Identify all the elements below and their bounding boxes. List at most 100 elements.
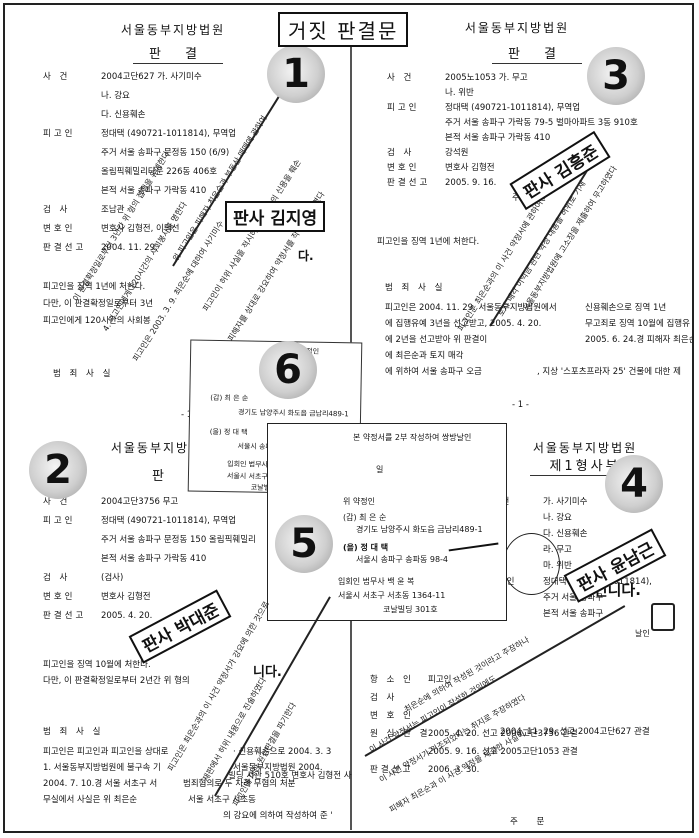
document-heading: 판 <box>152 469 174 484</box>
body-line: 에 집행유예 3년을 선고받고, 2005. 4. 20. <box>385 319 542 329</box>
stamp-mark: 니다. <box>253 665 282 680</box>
case-info-value: 본적 서울 송파구 가락동 410 <box>101 186 207 196</box>
case-info-row: 본적 서울 송파구 가락동 410 <box>43 554 206 565</box>
witness-address-2: 코날빌딩 301호 <box>383 605 438 614</box>
case-info-label: 변호인 <box>43 224 76 234</box>
case-info-label: 사 건 <box>387 73 415 83</box>
document-heading: 판 결 <box>492 47 582 65</box>
judge-label-1: 판사 김지영 <box>225 201 326 232</box>
case-info-label: 변호인 <box>387 163 420 173</box>
case-info-value: 피고인 <box>428 675 452 685</box>
body-line: 범죄혐의로 두 차례 무혐의 처분 <box>183 779 296 789</box>
case-info-value: 주거 서울 송파구 가락동 79-5 벌마아파트 3동 910호 <box>445 118 638 128</box>
case-info-label: 판결선고 <box>387 178 431 188</box>
document-heading: 판 결 <box>133 47 223 65</box>
case-info-label: 피고인 <box>387 103 420 113</box>
case-info-value: 나. 위반 <box>445 88 474 98</box>
body-line: 에 2년을 선고받아 위 판결이 <box>385 335 488 345</box>
case-info-label: 검 사 <box>387 148 415 158</box>
number-circle-5: 5 <box>275 515 333 573</box>
sentence-text: 피고인을 징역 10월에 처한다. <box>43 660 151 670</box>
body-line: 무실에서 사실은 위 최은순 <box>43 795 138 805</box>
original-judgment-line: 2004. 11. 29. 선고 2004고단627 관결 <box>500 727 650 737</box>
body-line: 피고인은 2004. 11. 29. 서울동부지방법원에서 <box>385 303 557 313</box>
case-info-row: 본적 서울 송파구 가락동 410 <box>387 133 550 144</box>
number-circle-4: 4 <box>605 455 663 513</box>
body-line: 에 최은순과 토지 매각 <box>385 351 464 361</box>
case-info-row: 라. 무고 <box>485 545 572 556</box>
case-info-value: 나. 강요 <box>543 513 572 523</box>
case-info-value: 2006. 3. 30. <box>428 765 480 775</box>
body-line: 빌딩 서관 510호 변호사 김형전 사 <box>228 771 352 781</box>
number-circle-2: 2 <box>29 441 87 499</box>
case-info-value: 조남관 <box>101 205 125 215</box>
case-info-value: 주거 서울 송파구 <box>543 593 604 603</box>
case-info-row: 판결선고 2005. 9. 16. <box>387 178 496 189</box>
case-info-row: 나. 강요 <box>43 91 130 102</box>
case-info-label: 피고인 <box>43 129 76 139</box>
case-info-row: 다. 신용훼손 <box>485 529 588 540</box>
body-line: · 신용훼손으로 2004. 3. 3 <box>233 747 332 757</box>
case-info-label: 변호인 <box>43 592 76 602</box>
case-info-label: 변 호 인 <box>370 711 414 721</box>
case-info-value: 정대택 (490721-1011814), 무역업 <box>445 103 581 113</box>
case-info-row: 검 사 <box>370 693 428 704</box>
case-info-row: 나. 위반 <box>387 88 474 99</box>
divider-vertical <box>350 19 352 419</box>
agreement-copies-text: 본 약정서를 2부 작성하여 쌍방날인 <box>353 433 472 442</box>
case-info-value: 2005. 9. 16. <box>445 178 497 188</box>
case-info-value: 주거 서울 송파구 문정동 150 (6/9) <box>101 148 230 158</box>
party-a-address: 경기도 남양주시 화도읍 금남리489-1 <box>238 408 349 419</box>
suspension-text: 다만, 이 판결확정일로부터 3년 <box>43 299 154 309</box>
case-info-row: 주거 서울 송파구 <box>485 593 603 604</box>
body-line: 피고인은 피고인과 피고인을 상대로 <box>43 747 169 757</box>
body-line: 에 위하여 서울 송파구 오금 <box>385 367 482 377</box>
stamp-mark: 날인 <box>635 629 650 638</box>
case-info-row: 주거 서울 송파구 문정동 150 (6/9) <box>43 148 229 159</box>
section-heading: 범 죄 사 실 <box>43 727 104 737</box>
case-info-value: 가. 사기미수 <box>543 497 588 507</box>
court-name: 서울동부지방법원 <box>120 23 226 37</box>
witness-address: 서울시 서초구 서초동 1364-11 <box>338 591 446 600</box>
case-info-row: 사 건 2005노1053 가. 무고 <box>387 73 528 84</box>
case-info-value: 2005. 9. 16. 선고 2005고단1053 관결 <box>428 747 578 757</box>
community-service-text: 피고인에게 120시간의 사회봉 <box>43 316 151 326</box>
sentence-text: 피고인을 징역 1년에 처한다. <box>43 282 146 292</box>
body-line: 신용훼손으로 징역 1년 <box>585 303 667 313</box>
court-name: 서울동부지방법원 <box>110 441 216 455</box>
case-info-label: 항 소 인 <box>370 675 414 685</box>
division-heading: 제1형사부 <box>530 459 640 477</box>
case-info-row: 본적 서울 송파구 가락동 410 <box>43 186 206 197</box>
body-line: , 지상 '스포츠프라자 25' 건물에 대한 제 <box>537 367 681 377</box>
case-info-value: 2005. 4. 20. <box>101 611 153 621</box>
case-info-value: 다. 신용훼손 <box>543 529 588 539</box>
case-info-row: 주거 서울 송파구 문정동 150 올림픽훼밀리 <box>43 535 256 546</box>
seal-stamp <box>651 603 675 631</box>
number-circle-3: 3 <box>587 47 645 105</box>
case-info-value: 다. 신용훼손 <box>101 110 146 120</box>
body-line: 2005. 6. 24.경 피해자 최은순 <box>585 335 694 345</box>
body-line: 1. 서울동부지방법원에 불구속 기 <box>43 763 161 773</box>
body-line: 서울동부지방법원 2004. <box>233 763 323 773</box>
case-info-label: 검 사 <box>43 573 71 583</box>
party-b: (을) 정 대 택 <box>343 543 389 552</box>
case-info-row: 검 사 조남관 <box>43 205 124 216</box>
case-info-label: 검 사 <box>43 205 71 215</box>
section-heading: 범 죄 사 실 <box>385 283 446 293</box>
circled-mark <box>503 533 560 595</box>
page-number: - 1 - <box>512 400 529 410</box>
stamp-mark: 다. <box>298 249 314 263</box>
case-info-value: 본적 서울 송파구 가락동 410 <box>101 554 207 564</box>
party-b: (을) 정 대 택 <box>209 427 248 437</box>
section-heading: 범 죄 사 실 <box>53 369 114 379</box>
body-line: 무고죄로 징역 10월에 집행유 <box>585 319 690 329</box>
case-info-value: 2005노1053 가. 무고 <box>445 73 528 83</box>
